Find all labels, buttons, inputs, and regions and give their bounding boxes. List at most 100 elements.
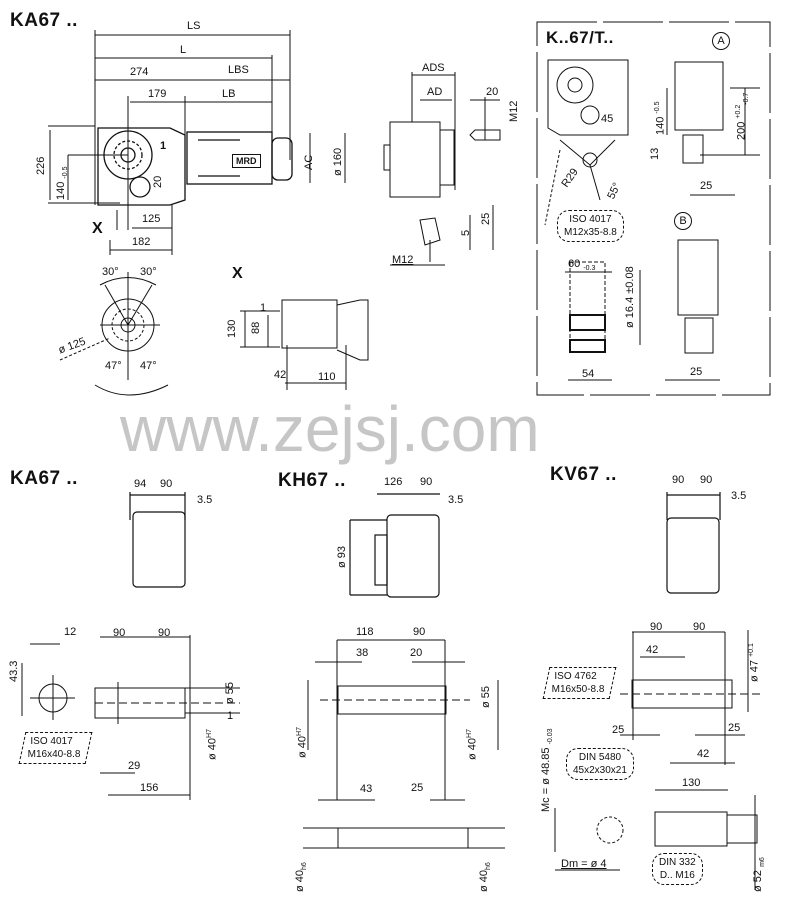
dim-110: 110 — [318, 371, 336, 383]
angle-30-right: 30° — [140, 266, 157, 278]
flange-view — [59, 272, 169, 396]
angle-47-right: 47° — [140, 360, 157, 372]
ka67-dim-40: ø 40H7 — [204, 729, 219, 760]
main-view-gearbox — [97, 127, 293, 206]
kh67-shaft-left-value: ø 40 — [294, 869, 306, 892]
kh67-dim-40-shaft-left: ø 40h6 — [294, 862, 311, 892]
kh67-shaft-left-fit: h6 — [301, 862, 309, 870]
kh67-dim-40-left-fit: H7 — [296, 727, 303, 736]
dim-1: 1 — [160, 140, 167, 152]
kh67-shaft-right-fit: h6 — [485, 862, 493, 870]
din332-line1: DIN 332 — [659, 857, 696, 868]
dim-m12-bottom: M12 — [392, 254, 414, 266]
dim-ls: LS — [187, 20, 201, 32]
dim-140: 140 -0.5 — [55, 167, 72, 200]
ka67-shaft-detail — [21, 635, 240, 800]
dim-226: 226 — [35, 156, 47, 175]
dim-m12-top: M12 — [508, 100, 520, 122]
kv67-dim-90-c: 90 — [650, 621, 663, 633]
dim-13: 13 — [649, 147, 661, 160]
kv67-dim-47: ø 47 +0.1 — [746, 643, 761, 682]
din332-line2: D.. M16 — [659, 870, 695, 881]
ka67-iso-line2: M16x40-8.8 — [27, 749, 81, 760]
dim-60-tol: -0.3 — [583, 265, 596, 273]
kh67-dim-38: 38 — [356, 647, 369, 659]
ka67-dim-3-5: 3.5 — [197, 494, 213, 506]
x-view-title: X — [232, 265, 243, 282]
angle-30-left: 30° — [102, 266, 119, 278]
kv67-title: KV67 .. — [550, 464, 617, 485]
kh67-dim-40-shaft-right: ø 40h6 — [478, 862, 495, 892]
ka67-dim-40-value: ø 40 — [206, 737, 219, 760]
watermark: www.zejsj.com — [120, 393, 540, 465]
kv67-dim-mc: Mc = ø 48.85 -0.03 — [540, 728, 557, 812]
dim-ads: ADS — [422, 62, 445, 74]
kv67-iso-line2: M16x50-8.8 — [551, 684, 605, 695]
dim-side-25: 25 — [480, 212, 492, 225]
kv67-iso-line1: ISO 4762 — [554, 671, 597, 682]
dim-ad: AD — [427, 86, 443, 98]
x-view — [240, 299, 369, 390]
kv67-shaft-detail — [554, 630, 760, 890]
kv67-mc-tol: -0.03 — [547, 728, 555, 745]
kv67-dim-52-value: ø 52 — [752, 869, 764, 892]
iso-callout-line1: ISO 4017 — [569, 214, 612, 225]
ka67-dim-94: 94 — [134, 478, 147, 490]
kv67-dim-90-d: 90 — [693, 621, 706, 633]
kh67-dim-40-right: ø 40H7 — [464, 729, 479, 760]
dim-200-tol-lower: -0.7 — [742, 92, 750, 105]
dim-42: 42 — [274, 369, 287, 381]
dim-125: 125 — [142, 213, 161, 225]
kh67-dim-55: ø 55 — [480, 685, 492, 708]
kh67-shaft-detail — [303, 639, 505, 849]
kv67-dim-130: 130 — [682, 777, 701, 789]
kv67-dim-90-a: 90 — [672, 474, 685, 486]
ka67-iso-line1: ISO 4017 — [30, 736, 73, 747]
dim-kt-140: 140 -0.5 — [652, 102, 667, 135]
ka67-dim-29: 29 — [128, 760, 141, 772]
kh67-dim-3-5: 3.5 — [448, 494, 464, 506]
kh67-dim-40-left: ø 40H7 — [294, 727, 309, 758]
dim-ac: AC — [303, 154, 315, 170]
dim-60: 60 -0.3 — [568, 258, 595, 275]
kv67-dim-47-value: ø 47 — [748, 659, 761, 682]
dim-54: 54 — [582, 368, 595, 380]
kh67-dim-118: 118 — [356, 626, 374, 638]
kv67-dim-52-fit: m6 — [759, 857, 767, 867]
kv67-dim-90-b: 90 — [700, 474, 713, 486]
dim-kt-140-value: 140 — [654, 116, 667, 135]
kh67-title: KH67 .. — [278, 470, 346, 491]
kh67-dim-90-b: 90 — [413, 626, 426, 638]
kh67-dim-20: 20 — [410, 647, 423, 659]
kh67-dim-40-right-fit: H7 — [466, 729, 473, 738]
kh67-dim-93: ø 93 — [336, 545, 348, 568]
dim-kt-25-a: 25 — [700, 180, 713, 192]
kv67-mc-value: Mc = ø 48.85 — [540, 747, 552, 812]
dim-kt-25-b: 25 — [690, 366, 703, 378]
kv67-dim-52: ø 52 m6 — [752, 857, 769, 892]
dim-20: 20 — [152, 175, 164, 188]
dim-l: L — [180, 44, 187, 56]
dim-60-value: 60 — [568, 258, 581, 270]
kv67-dim-47-tol: +0.1 — [748, 643, 755, 657]
ka67-dim-43-3: 43.3 — [8, 660, 20, 682]
kt-title: K..67/T.. — [546, 28, 614, 47]
ka67-title: KA67 .. — [10, 468, 78, 489]
kh67-dim-40-left-value: ø 40 — [296, 735, 309, 758]
dim-16-4: ø 16.4 ±0.08 — [624, 266, 636, 328]
dim-45: 45 — [601, 113, 614, 125]
kh67-dim-43: 43 — [360, 783, 373, 795]
detail-a-marker: A — [712, 32, 730, 50]
dim-160: ø 160 — [332, 147, 344, 176]
k-t-section — [536, 21, 771, 396]
kv67-dim-25-right: 25 — [728, 722, 741, 734]
dim-kt-140-tol: -0.5 — [654, 101, 661, 114]
ka67-dim-90-b: 90 — [158, 627, 171, 639]
dim-200-tol-upper: +0.2 — [735, 104, 742, 119]
dim-lb: LB — [222, 88, 236, 100]
angle-47-left: 47° — [105, 360, 122, 372]
